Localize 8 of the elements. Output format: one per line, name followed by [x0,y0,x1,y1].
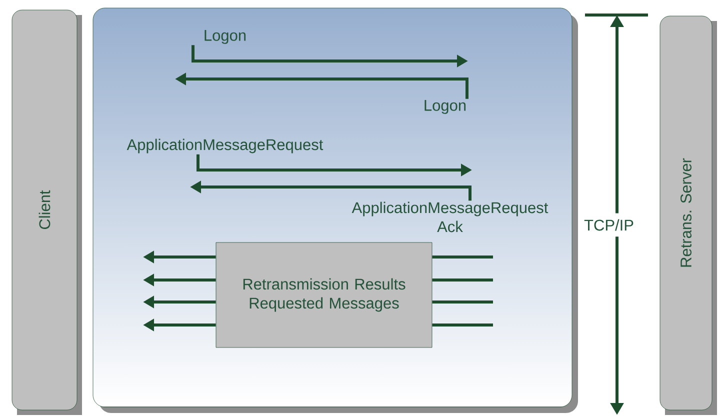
process-box: Retransmission Results Requested Messages [216,242,432,348]
message-label: Logon [204,30,246,44]
client-band: Client [12,10,82,415]
message-label: Logon [424,100,466,114]
message-label: ApplicationMessageRequest [126,138,324,154]
message-label: ApplicationMessageRequest Ack [352,202,548,232]
server-band: Retrans. Server [660,16,717,415]
dimension-label: TCP/IP [581,213,637,237]
